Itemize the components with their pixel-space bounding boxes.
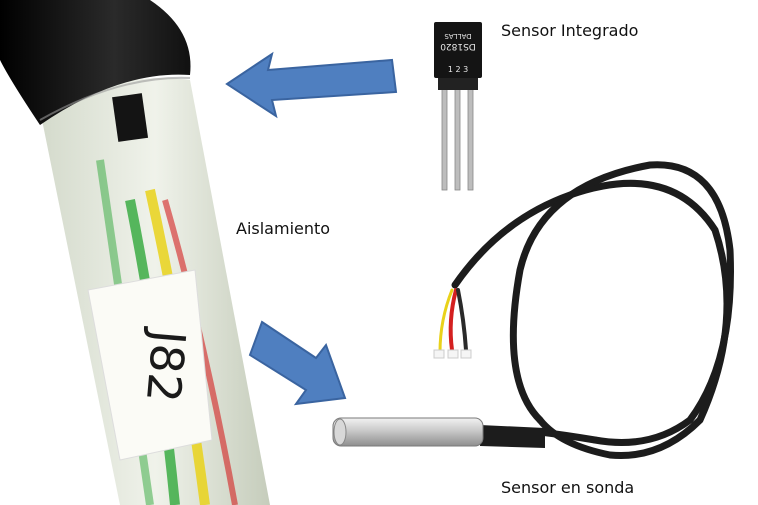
chip-pins: 1 2 3: [448, 65, 468, 74]
ds1820-chip: DALLAS DS1820 1 2 3: [434, 22, 482, 191]
chip-model: DS1820: [440, 41, 476, 51]
metal-probe: [332, 417, 545, 448]
integrated-sensor-label: Sensor Integrado: [501, 21, 639, 40]
chip-brand: DALLAS: [444, 32, 472, 40]
insulated-tube: J82: [0, 0, 270, 505]
arrow-left: [225, 51, 398, 119]
probe-sensor-label: Sensor en sonda: [501, 478, 635, 497]
insulation-label: Aislamiento: [236, 219, 331, 238]
probe-wires: [433, 288, 472, 359]
arrow-down-right: [248, 320, 347, 406]
tube-paper-label: [87, 269, 213, 461]
probe-cable: [451, 161, 734, 460]
tube-label-text: J82: [136, 325, 196, 405]
